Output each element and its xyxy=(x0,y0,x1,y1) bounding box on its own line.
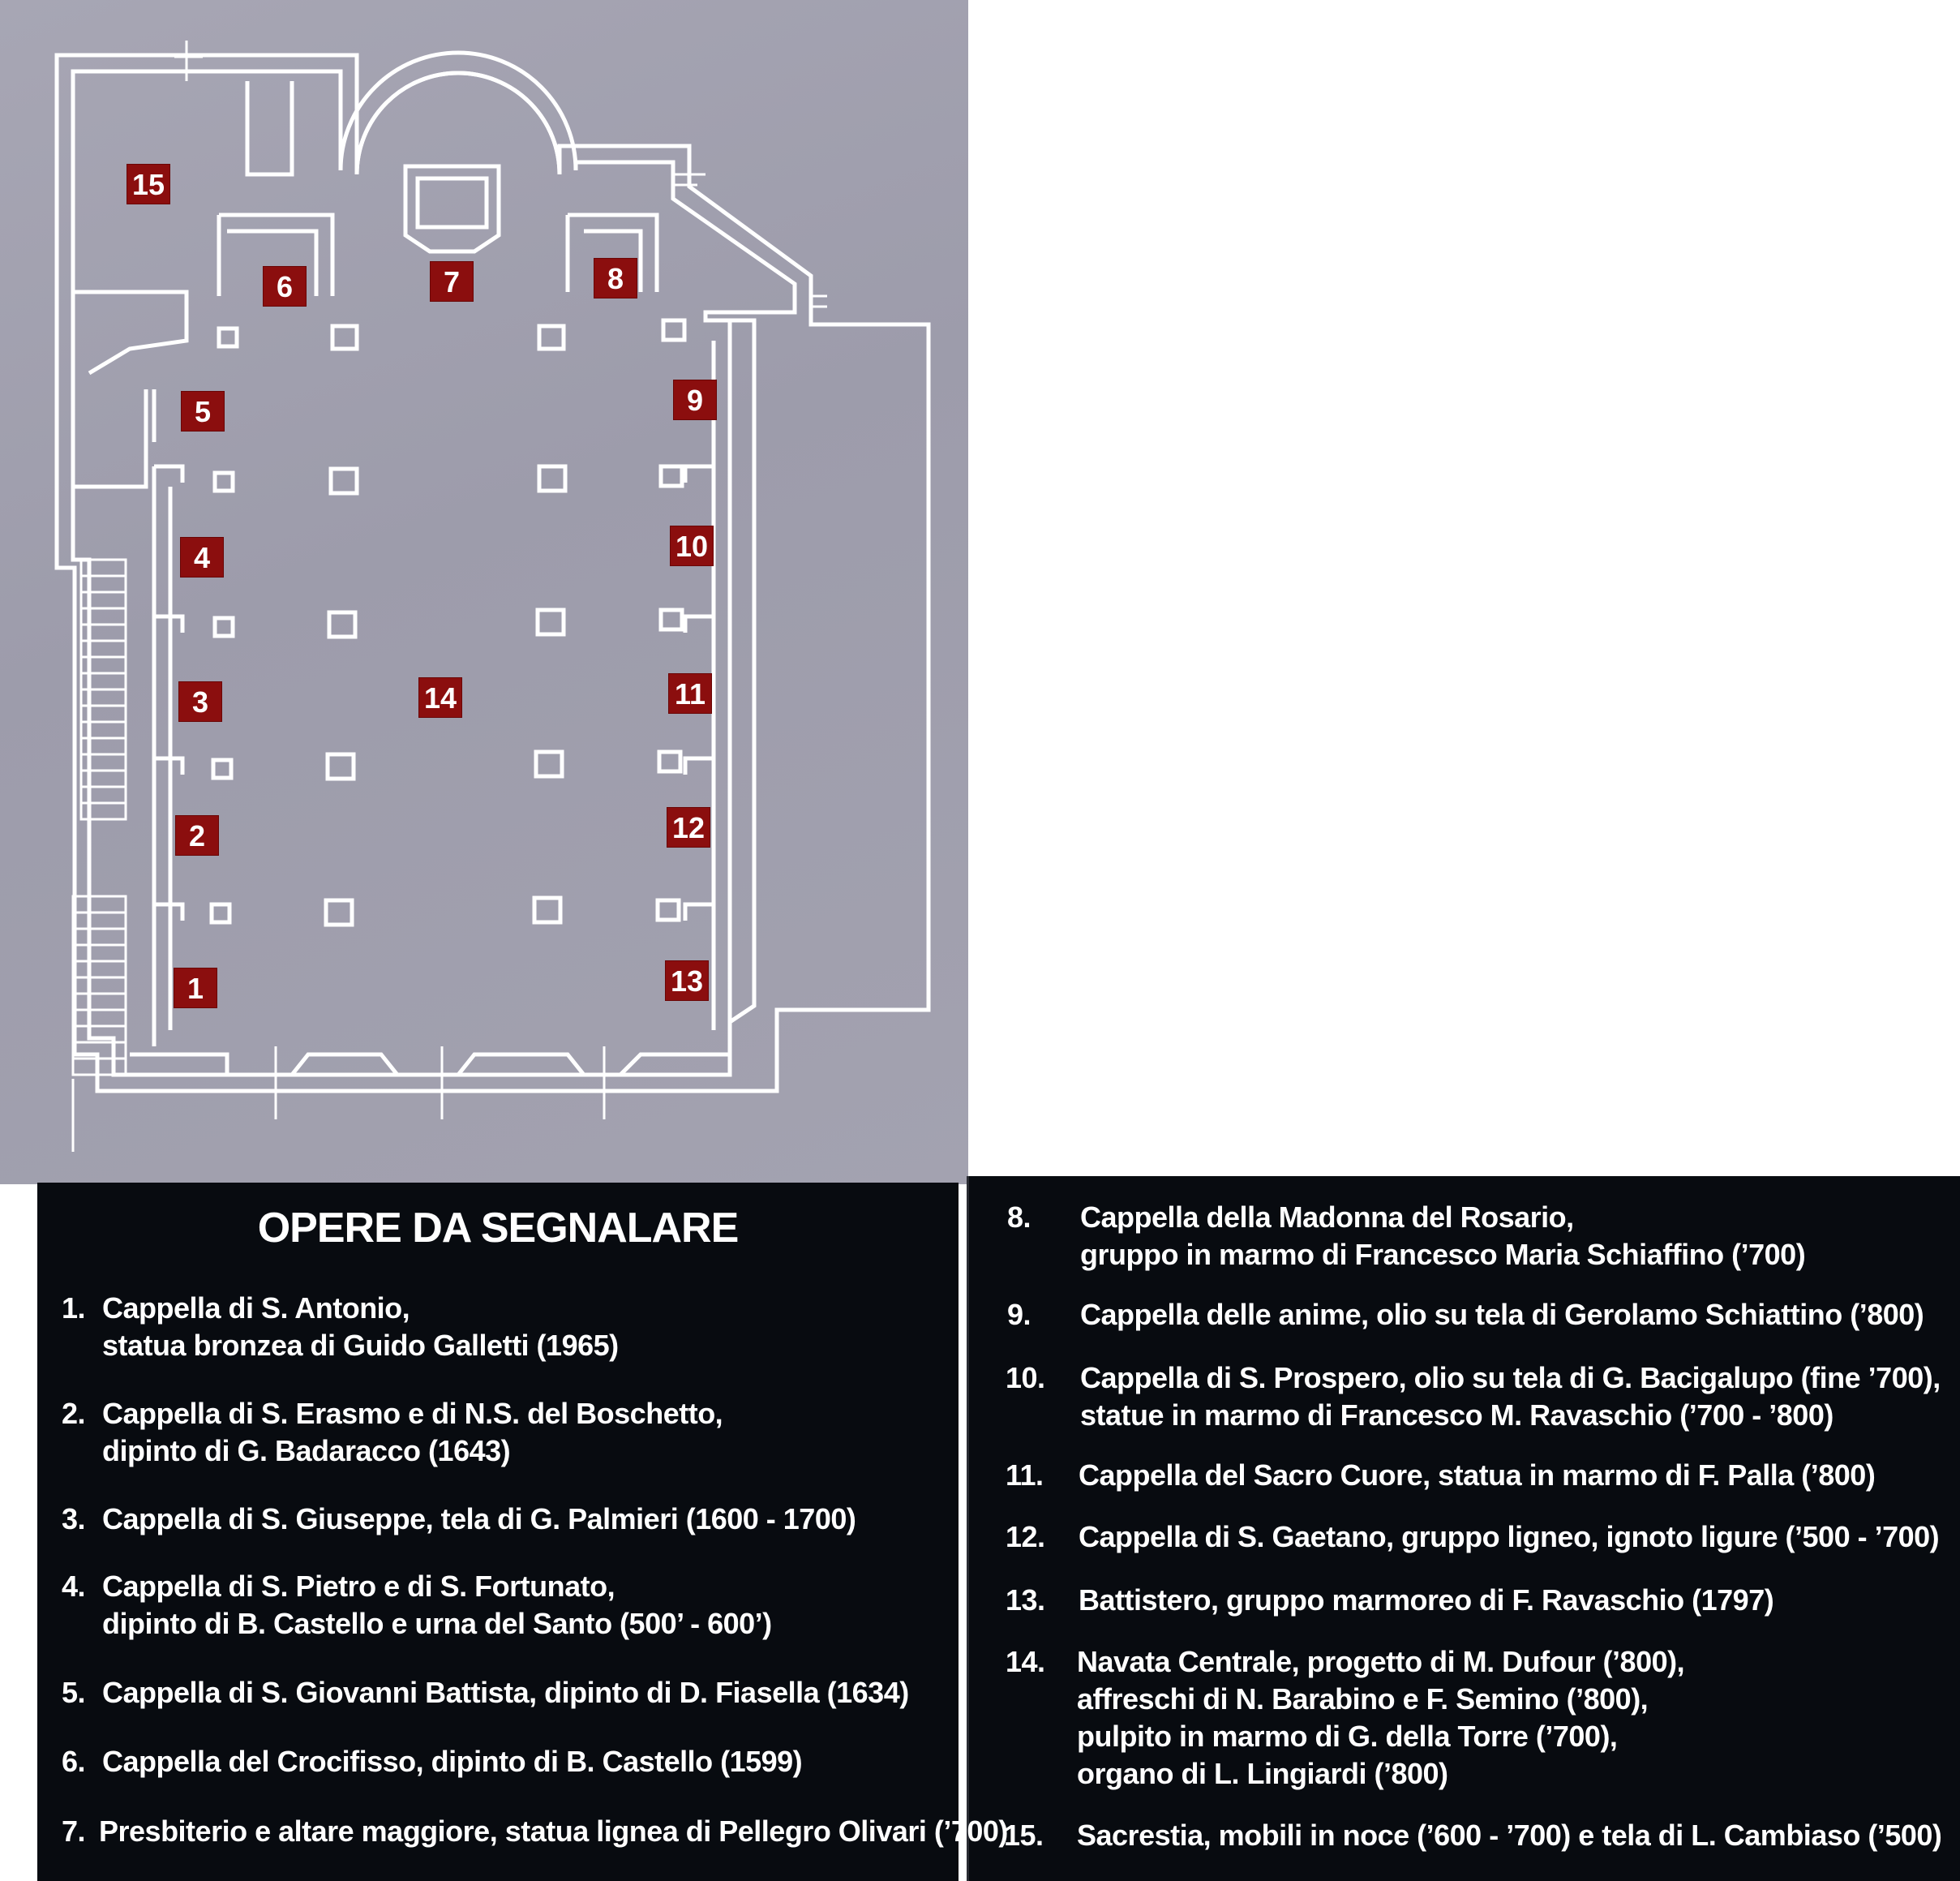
left-side-room xyxy=(71,373,157,489)
floor-plan-panel: 1 2 3 4 5 6 7 8 9 10 11 12 13 14 15 xyxy=(0,0,968,1184)
legend-item-line: Cappella di S. Giovanni Battista, dipint… xyxy=(102,1676,909,1709)
marker-13: 13 xyxy=(665,960,709,1001)
legend-item-line: Cappella di S. Erasmo e di N.S. del Bosc… xyxy=(102,1397,723,1430)
legend-item-line: statua bronzea di Guido Galletti (1965) xyxy=(102,1329,619,1362)
marker-6: 6 xyxy=(263,266,307,307)
legend-item-line: Cappella di S. Prospero, olio su tela di… xyxy=(1080,1361,1941,1394)
legend-item-number: 15. xyxy=(1004,1819,1044,1852)
columns xyxy=(209,318,687,927)
legend-item-number: 7. xyxy=(62,1814,86,1848)
church-floor-plan xyxy=(54,41,931,1152)
legend-item-line: Navata Centrale, progetto di M. Dufour (… xyxy=(1077,1645,1685,1678)
legend-item-line: Presbiterio e altare maggiore, statua li… xyxy=(99,1814,1008,1848)
chapel-niches-left xyxy=(154,464,185,921)
legend-item-number: 5. xyxy=(62,1676,86,1709)
sacristy-walls xyxy=(73,81,294,376)
marker-15: 15 xyxy=(127,164,170,204)
legend-item-line: dipinto di B. Castello e urna del Santo … xyxy=(102,1607,772,1640)
legend-item-line: Cappella di S. Antonio, xyxy=(102,1291,410,1325)
marker-8: 8 xyxy=(594,258,637,298)
marker-7: 7 xyxy=(430,261,474,302)
marker-3: 3 xyxy=(178,681,222,722)
legend-item-number: 2. xyxy=(62,1397,86,1430)
legend-item-number: 14. xyxy=(1006,1645,1045,1678)
legend-item-line: Cappella di S. Gaetano, gruppo ligneo, i… xyxy=(1079,1520,1940,1553)
apse-arc xyxy=(354,71,562,175)
legend-item-line: Sacrestia, mobili in noce (’600 - ’700) … xyxy=(1077,1819,1942,1852)
legend-item-number: 13. xyxy=(1006,1583,1045,1617)
marker-14: 14 xyxy=(418,677,462,718)
legend-item-number: 9. xyxy=(1007,1298,1031,1331)
legend-item-line: Cappella della Madonna del Rosario, xyxy=(1080,1200,1574,1234)
door-lines xyxy=(71,1046,606,1152)
legend-item-line: Cappella di S. Giuseppe, tela di G. Palm… xyxy=(102,1502,856,1535)
legend-title: OPERE DA SEGNALARE xyxy=(257,1205,740,1252)
marker-10: 10 xyxy=(670,526,714,566)
legend-item-line: gruppo in marmo di Francesco Maria Schia… xyxy=(1080,1238,1806,1271)
legend-item-line: pulpito in marmo di G. della Torre (’700… xyxy=(1077,1720,1618,1753)
plan-inner-wall xyxy=(71,50,797,1077)
legend-item-line: statue in marmo di Francesco M. Ravaschi… xyxy=(1080,1398,1833,1432)
high-altar xyxy=(403,164,501,254)
chapel-niches-right xyxy=(683,464,714,921)
legend-item-number: 4. xyxy=(62,1570,86,1603)
marker-12: 12 xyxy=(667,807,710,848)
legend-item-number: 3. xyxy=(62,1502,86,1535)
legend-item-line: Battistero, gruppo marmoreo di F. Ravasc… xyxy=(1079,1583,1774,1617)
marker-1: 1 xyxy=(174,968,217,1008)
legend-item-number: 6. xyxy=(62,1745,86,1778)
legend-item-line: affreschi di N. Barabino e F. Semino (’8… xyxy=(1077,1682,1649,1716)
nave-right-wall xyxy=(711,320,732,1046)
legend-item-line: Cappella delle anime, olio su tela di Ge… xyxy=(1080,1298,1924,1331)
legend-item-number: 8. xyxy=(1007,1200,1031,1234)
plan-ticks xyxy=(174,41,827,308)
legend-panel-right xyxy=(967,1176,1960,1881)
legend-item-line: Cappella del Crocifisso, dipinto di B. C… xyxy=(102,1745,803,1778)
marker-5: 5 xyxy=(181,391,225,432)
marker-11: 11 xyxy=(668,673,712,714)
legend-item-line: Cappella del Sacro Cuore, statua in marm… xyxy=(1079,1458,1876,1492)
legend-item-number: 10. xyxy=(1006,1361,1045,1394)
legend-item-number: 11. xyxy=(1006,1458,1044,1492)
legend-item-line: organo di L. Lingiardi (’800) xyxy=(1077,1757,1448,1790)
presbytery-walls xyxy=(217,213,659,296)
left-stairs xyxy=(71,558,127,1076)
marker-4: 4 xyxy=(180,537,224,578)
legend-item-number: 12. xyxy=(1006,1520,1045,1553)
marker-9: 9 xyxy=(673,380,717,420)
facade xyxy=(130,1052,730,1077)
legend-item-number: 1. xyxy=(62,1291,86,1325)
marker-2: 2 xyxy=(175,815,219,856)
legend-panel-left: OPERE DA SEGNALARE xyxy=(37,1183,959,1881)
legend-item-line: Cappella di S. Pietro e di S. Fortunato, xyxy=(102,1570,615,1603)
legend-item-line: dipinto di G. Badaracco (1643) xyxy=(102,1434,511,1467)
